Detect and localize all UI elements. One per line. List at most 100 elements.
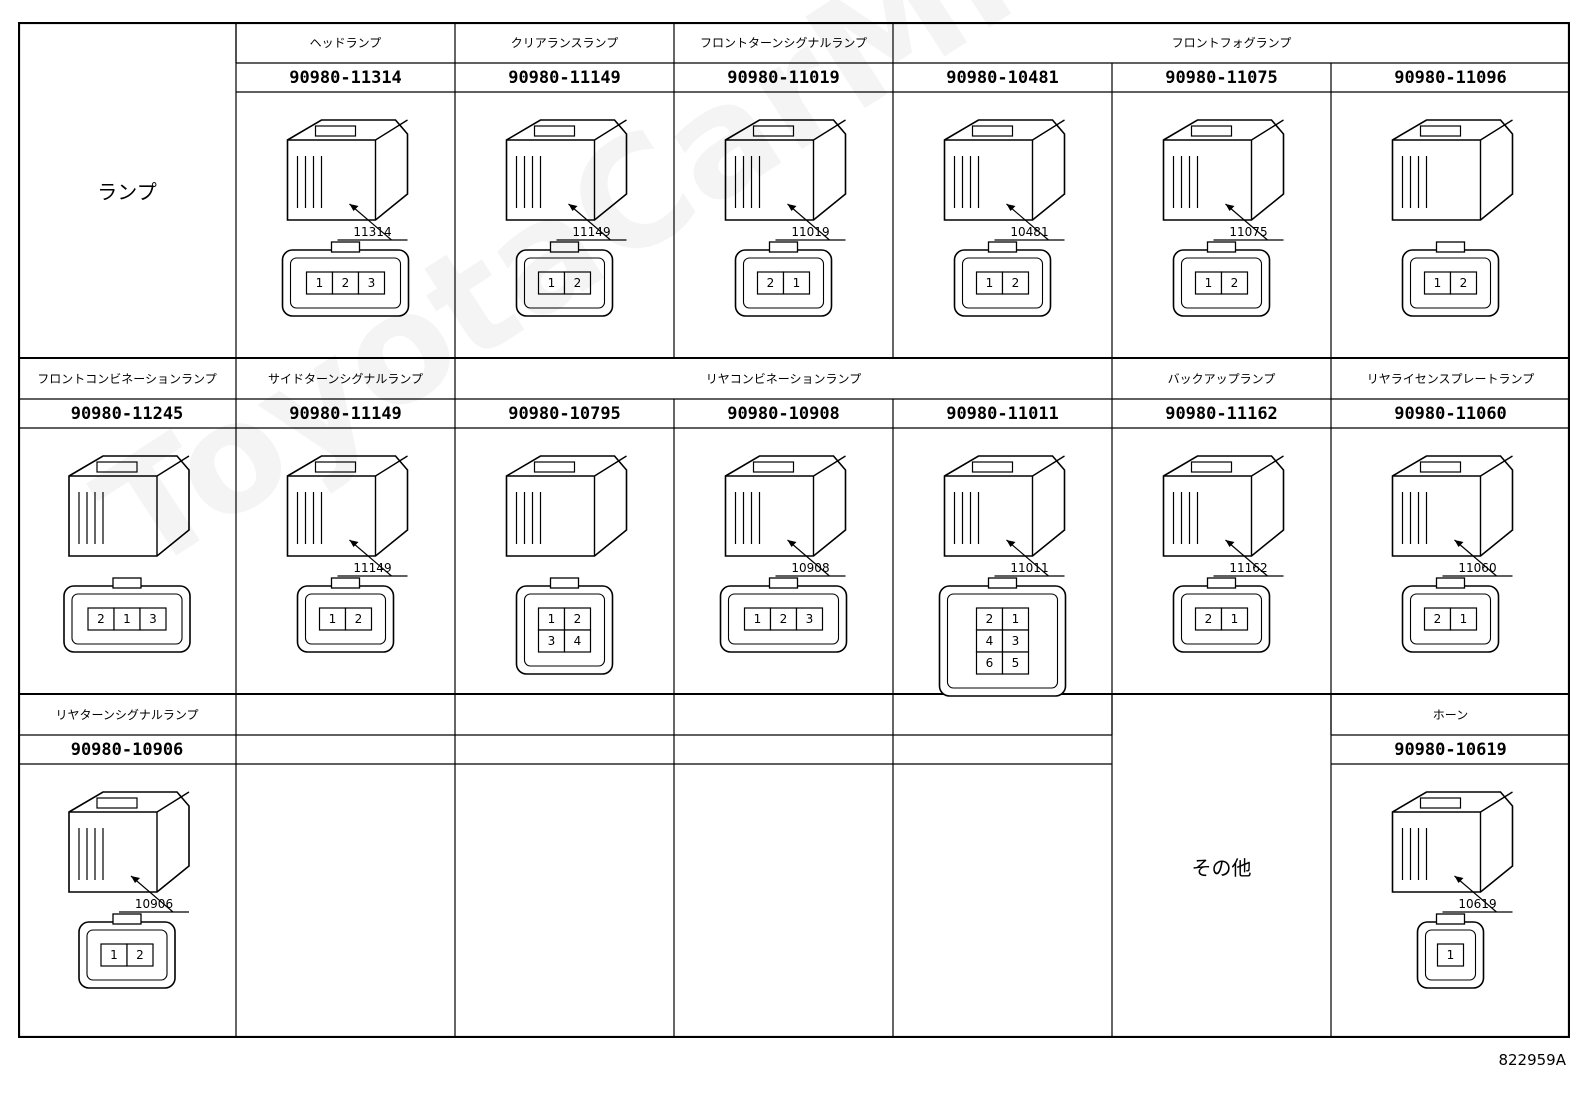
housing-edge bbox=[69, 791, 190, 892]
callout-arrowhead bbox=[1006, 204, 1016, 211]
pin-number: 4 bbox=[574, 634, 582, 648]
connector-housing bbox=[943, 119, 1066, 221]
face-latch bbox=[1435, 241, 1466, 253]
callout-label: 11060 bbox=[1458, 561, 1496, 575]
pin-number: 3 bbox=[1012, 634, 1020, 648]
face-latch bbox=[1435, 913, 1466, 925]
face-latch bbox=[768, 577, 799, 589]
face-inner-rim bbox=[961, 257, 1044, 309]
lamp-group-label: ヘッドランプ bbox=[309, 36, 382, 50]
pin-cavity bbox=[782, 271, 811, 295]
housing-edge bbox=[287, 455, 408, 556]
pin-number: 1 bbox=[986, 276, 994, 290]
part-number: 90980-10481 bbox=[946, 67, 1059, 88]
pin-number: 2 bbox=[355, 612, 363, 626]
lamp-group-label: フロントターンシグナルランプ bbox=[699, 36, 868, 50]
face-latch bbox=[549, 241, 580, 253]
part-number: 90980-10619 bbox=[1394, 739, 1507, 760]
pin-number: 2 bbox=[1460, 276, 1468, 290]
table-grid-lines bbox=[18, 22, 1570, 1038]
pin-cavity bbox=[1220, 607, 1249, 631]
callout-leader bbox=[568, 203, 611, 241]
housing-edge bbox=[69, 455, 190, 556]
callout-label: 11149 bbox=[572, 225, 610, 239]
locking-tab bbox=[533, 461, 576, 473]
callout-arrowhead bbox=[1006, 540, 1016, 547]
pin-number: 4 bbox=[986, 634, 994, 648]
pin-number: 2 bbox=[780, 612, 788, 626]
locking-tab bbox=[1419, 125, 1462, 137]
pin-number: 1 bbox=[123, 612, 131, 626]
connector-housing bbox=[286, 455, 409, 557]
face-latch bbox=[112, 577, 142, 589]
callout-leader bbox=[1225, 539, 1268, 577]
part-number: 90980-10906 bbox=[70, 739, 184, 760]
pin-number: 1 bbox=[1460, 612, 1468, 626]
housing-edge bbox=[725, 455, 846, 556]
part-number: 90980-11149 bbox=[508, 67, 621, 88]
housing-edge bbox=[506, 119, 627, 220]
face-inner-rim bbox=[523, 593, 606, 667]
housing-edge bbox=[1163, 119, 1284, 220]
locking-tab bbox=[1190, 461, 1233, 473]
lamp-group-label: クリアランスランプ bbox=[510, 36, 619, 50]
lamp-group-label: フロントフォグランプ bbox=[1171, 36, 1292, 50]
pin-cavity bbox=[357, 271, 386, 295]
callout-label: 11149 bbox=[353, 561, 391, 575]
callout-leader bbox=[787, 539, 830, 577]
pin-number: 2 bbox=[136, 948, 144, 962]
face-inner-rim bbox=[304, 593, 387, 645]
pin-number: 5 bbox=[1012, 656, 1020, 670]
connector-drawing: 10619 1 bbox=[1391, 791, 1514, 989]
lamp-group-label: ホーン bbox=[1432, 708, 1469, 722]
locking-tab bbox=[533, 125, 576, 137]
pin-cavity bbox=[1449, 271, 1478, 295]
housing-edge bbox=[1392, 455, 1513, 556]
pin-cavity bbox=[1001, 651, 1030, 675]
face-latch bbox=[987, 241, 1018, 253]
part-number: 90980-11096 bbox=[1394, 67, 1507, 88]
locking-tab bbox=[752, 125, 795, 137]
face-inner-rim bbox=[71, 593, 183, 645]
connector-housing bbox=[1391, 455, 1514, 557]
pin-number: 1 bbox=[1434, 276, 1442, 290]
callout-label: 10619 bbox=[1458, 897, 1496, 911]
part-number: 90980-11149 bbox=[289, 403, 402, 424]
part-number: 90980-11075 bbox=[1165, 67, 1278, 88]
pin-number: 2 bbox=[574, 276, 582, 290]
callout-arrowhead bbox=[787, 540, 797, 547]
callout-arrowhead bbox=[568, 204, 578, 211]
face-latch bbox=[1206, 577, 1237, 589]
callout-label: 10908 bbox=[791, 561, 829, 575]
callout-label: 11075 bbox=[1229, 225, 1267, 239]
pin-number: 3 bbox=[368, 276, 376, 290]
connector-housing bbox=[724, 119, 847, 221]
pin-number: 6 bbox=[986, 656, 994, 670]
callout-leader bbox=[130, 875, 174, 913]
pin-cavity bbox=[1001, 271, 1030, 295]
callout-arrowhead bbox=[1225, 540, 1235, 547]
pin-cavity bbox=[795, 607, 824, 631]
pin-number: 2 bbox=[97, 612, 105, 626]
housing-edge bbox=[287, 119, 408, 220]
pin-number: 1 bbox=[1012, 612, 1020, 626]
part-number: 90980-10908 bbox=[727, 403, 840, 424]
face-latch bbox=[112, 913, 142, 925]
lamp-group-label: リヤコンビネーションランプ bbox=[705, 372, 862, 386]
connector-housing bbox=[1162, 455, 1285, 557]
pin-cavity bbox=[1436, 943, 1465, 967]
face-inner-rim bbox=[523, 257, 606, 309]
pin-number: 1 bbox=[1447, 948, 1455, 962]
face-latch bbox=[1206, 241, 1237, 253]
callout-label: 11314 bbox=[353, 225, 391, 239]
callout-arrowhead bbox=[131, 876, 140, 883]
face-inner-rim bbox=[1424, 929, 1477, 981]
face-inner-rim bbox=[727, 593, 840, 645]
connector-table: ランプ その他 ヘッドランプクリアランスランプフロントターンシグナルランプフロン… bbox=[18, 22, 1570, 1038]
housing-edge bbox=[1392, 791, 1513, 892]
face-inner-rim bbox=[946, 593, 1059, 689]
